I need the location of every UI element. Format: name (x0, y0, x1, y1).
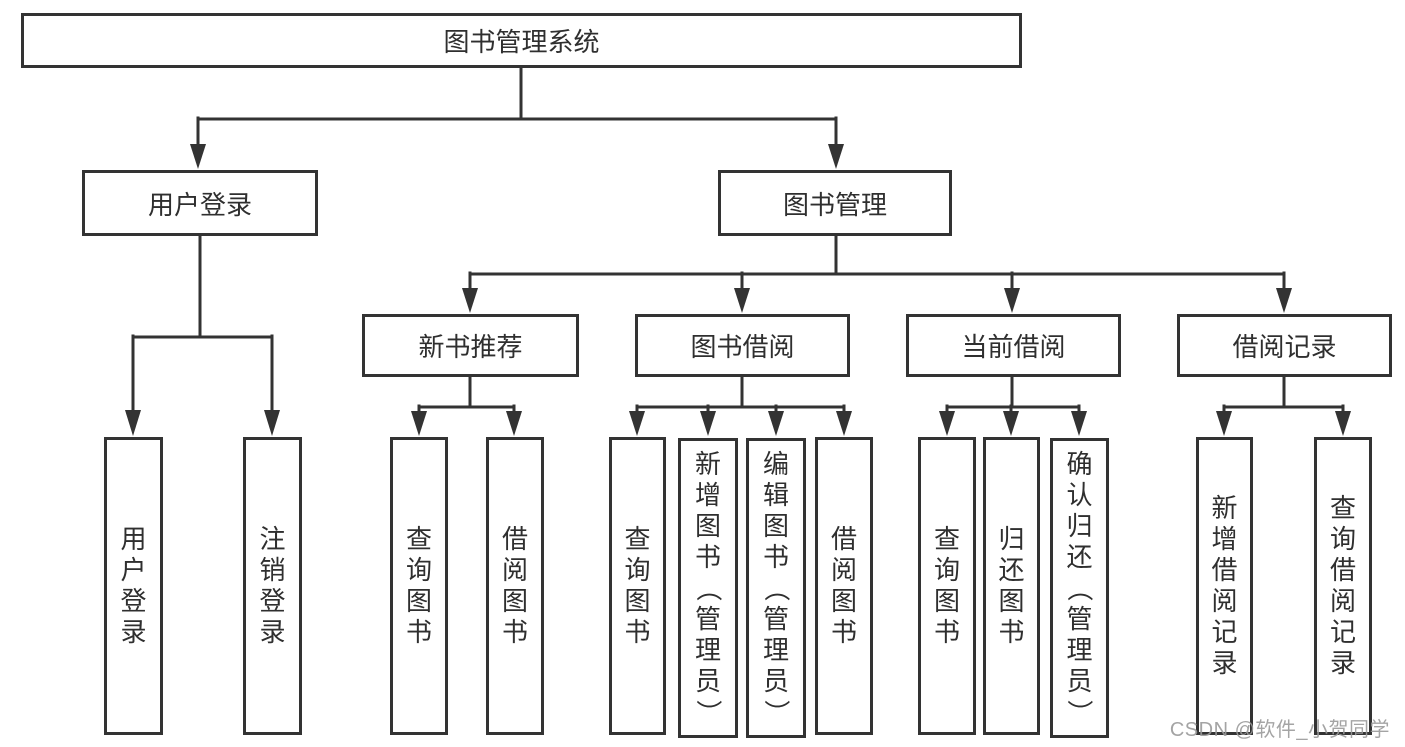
node-bb-borrow-books: 借阅图书 (815, 437, 873, 735)
connector-book-mgmt-to-level2 (462, 233, 1292, 313)
node-book-borrowing: 图书借阅 (635, 314, 850, 377)
node-cb-confirm-return-admin: 确认归还（管理员） (1050, 438, 1109, 738)
node-nb-query-books: 查询图书 (390, 437, 448, 735)
connector-borrow-records-to-leaves (1216, 373, 1351, 436)
connector-root-to-level1 (190, 64, 844, 169)
node-borrowing-records: 借阅记录 (1177, 314, 1392, 377)
node-current-borrowing: 当前借阅 (906, 314, 1121, 377)
node-bb-query-books: 查询图书 (609, 437, 666, 735)
node-cb-return-books: 归还图书 (983, 437, 1040, 735)
connector-current-borrow-to-leaves (939, 373, 1087, 436)
node-br-query-record: 查询借阅记录 (1314, 437, 1372, 735)
connector-new-book-to-leaves (411, 373, 522, 436)
node-new-book-recommend: 新书推荐 (362, 314, 579, 377)
connector-user-login-to-leaves (125, 233, 280, 436)
csdn-watermark: CSDN @软件_小贺同学 (1169, 719, 1390, 741)
node-logout: 注销登录 (243, 437, 302, 735)
node-bb-edit-books-admin: 编辑图书（管理员） (746, 438, 806, 738)
node-user-login: 用户登录 (82, 170, 318, 236)
node-user-login-leaf: 用户登录 (104, 437, 163, 735)
node-cb-query-books: 查询图书 (918, 437, 976, 735)
node-library-management-system: 图书管理系统 (21, 13, 1022, 68)
node-nb-borrow-books: 借阅图书 (486, 437, 544, 735)
node-book-management: 图书管理 (718, 170, 952, 236)
node-bb-add-books-admin: 新增图书（管理员） (678, 438, 738, 738)
connector-book-borrow-to-leaves (629, 373, 852, 436)
node-br-add-record: 新增借阅记录 (1196, 437, 1253, 735)
